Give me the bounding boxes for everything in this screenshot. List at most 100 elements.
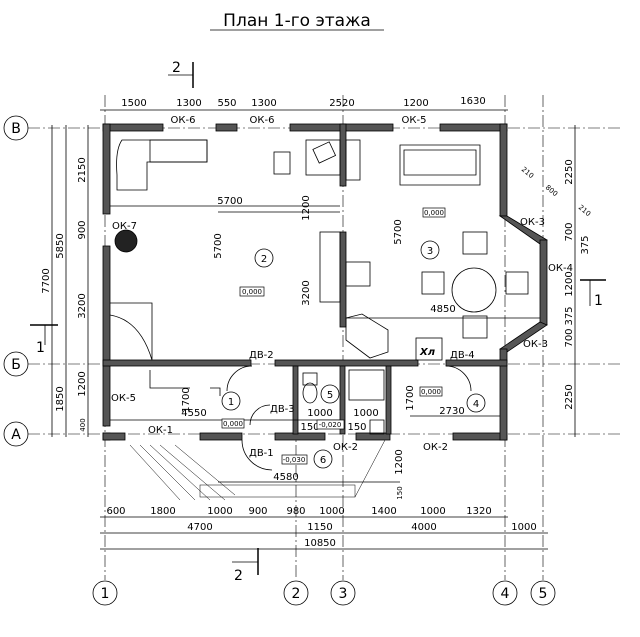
dimension-label: 150	[300, 422, 319, 433]
dimension-label: 375	[564, 306, 575, 325]
dimension-label: 1300	[176, 98, 201, 109]
dimension-label: 4000	[411, 522, 436, 533]
dimension-label: 1850	[55, 386, 66, 411]
bottom-dimensions: 600 1800 1000 900 980 1000 1400 1000 132…	[106, 506, 536, 549]
dimension-label: 1630	[460, 96, 485, 107]
dimension-label: 1200	[564, 271, 575, 296]
dimension-label: 1150	[307, 522, 332, 533]
dimension-label: 900	[248, 506, 267, 517]
dimension-label: 1700	[405, 385, 416, 410]
top-dimensions: 1500 1300 550 1300 2520 1200 1630	[121, 96, 485, 109]
dimension-label: ДВ-3	[270, 404, 295, 415]
dimension-label: 1700	[181, 387, 192, 412]
dimension-label: 400	[79, 418, 87, 431]
dimension-label: 1000	[511, 522, 536, 533]
left-dimensions: 7700 5850 1850 2150 900 3200 1200 400	[41, 157, 88, 431]
dimension-label: 1200	[77, 371, 88, 396]
interior-dimensions: 5700 5700 1200 3200 5700 4850 4550 1700 …	[181, 195, 465, 499]
dimension-label: 5700	[213, 233, 224, 258]
axis-bubbles: 1 2 3 4 5 В Б А	[3, 115, 556, 606]
axis-5: 5	[539, 586, 548, 602]
dimension-label: 2250	[564, 384, 575, 409]
dimension-label: 700	[564, 222, 575, 241]
section-marks: 2 2 1 1	[30, 60, 606, 584]
fridge-label: Хл	[419, 347, 436, 358]
dimension-label: 1320	[466, 506, 491, 517]
dimension-label: ОК-3	[523, 339, 548, 350]
dimension-label: 2730	[439, 406, 464, 417]
dimension-label: 150	[347, 422, 366, 433]
dimension-label: 0,000	[421, 388, 441, 396]
axis-A: А	[11, 427, 21, 443]
dimension-label: ДВ-1	[249, 448, 274, 459]
dimension-label: 4550	[181, 408, 206, 419]
dimension-label: 700	[564, 328, 575, 347]
walls	[102, 123, 548, 441]
dimension-label: 1500	[121, 98, 146, 109]
dimension-label: 1000	[207, 506, 232, 517]
axis-V: В	[11, 121, 21, 137]
dimension-label: 10850	[304, 538, 336, 549]
level-marks: 0,000 0,000 0,000 0,000 -0,030 -0,020	[221, 207, 446, 465]
dimension-label: 4850	[430, 304, 455, 315]
room-1: 1	[228, 397, 234, 408]
dimension-label: ОК-6	[250, 115, 275, 126]
dimension-label: ОК-2	[423, 442, 448, 453]
dimension-label: -0,030	[283, 456, 306, 464]
dimension-label: ОК-7	[112, 221, 137, 232]
dimension-label: ДВ-2	[249, 350, 274, 361]
dimension-label: 0,000	[242, 288, 262, 296]
dimension-label: 1400	[371, 506, 396, 517]
axis-B: Б	[11, 357, 21, 373]
dimension-label: 1200	[394, 449, 405, 474]
dimension-label: 4580	[273, 472, 298, 483]
dimension-label: ОК-4	[548, 263, 573, 274]
section-1-left: 1	[36, 340, 45, 356]
dimension-label: 5700	[393, 219, 404, 244]
dimension-label: 1800	[150, 506, 175, 517]
room-6: 6	[320, 455, 326, 466]
section-1-right: 1	[594, 293, 603, 309]
dimension-label: 2520	[329, 98, 354, 109]
dimension-label: ОК-6	[171, 115, 196, 126]
section-2-top: 2	[172, 60, 181, 76]
dimension-label: 375	[580, 235, 591, 254]
section-2-bottom: 2	[234, 568, 243, 584]
dimension-label: -0,020	[319, 421, 342, 429]
room-4: 4	[473, 399, 479, 410]
room-3: 3	[427, 246, 433, 257]
dimension-label: 1200	[403, 98, 428, 109]
dimension-label: 5700	[217, 196, 242, 207]
dimension-label: ДВ-4	[450, 350, 475, 361]
room-5: 5	[327, 390, 333, 401]
dimension-lines	[51, 109, 576, 550]
dimension-label: 1000	[319, 506, 344, 517]
dimension-label: 550	[217, 98, 236, 109]
right-dimensions: 2250 700 375 1200 375 700 2250 210 800 2…	[520, 159, 592, 409]
room-numbers: 1 2 3 4 5 6	[221, 240, 486, 469]
furniture: Хл	[109, 139, 529, 501]
dimension-label: 900	[77, 220, 88, 239]
dimension-label: 980	[286, 506, 305, 517]
dimension-label: 1000	[307, 408, 332, 419]
opening-labels: ОК-6 ОК-6 ОК-5 ОК-7 ОК-3 ОК-3 ОК-4 ОК-5 …	[111, 115, 573, 459]
dimension-label: 0,000	[424, 209, 444, 217]
dimension-label: 600	[106, 506, 125, 517]
axis-4: 4	[501, 586, 510, 602]
axis-3: 3	[339, 586, 348, 602]
axis-2: 2	[292, 586, 301, 602]
dimension-label: 1300	[251, 98, 276, 109]
dimension-label: ОК-2	[333, 442, 358, 453]
dimension-label: 2250	[564, 159, 575, 184]
dimension-label: 1200	[301, 195, 312, 220]
dimension-label: 210	[577, 203, 592, 218]
dimension-label: 0,000	[223, 420, 243, 428]
dimension-label: ОК-5	[111, 393, 136, 404]
dimension-label: 1000	[420, 506, 445, 517]
dimension-label: 5850	[55, 233, 66, 258]
dimension-label: ОК-3	[520, 217, 545, 228]
dimension-label: ОК-5	[402, 115, 427, 126]
dimension-label: 2150	[77, 157, 88, 182]
dimension-label: 150	[396, 486, 404, 499]
